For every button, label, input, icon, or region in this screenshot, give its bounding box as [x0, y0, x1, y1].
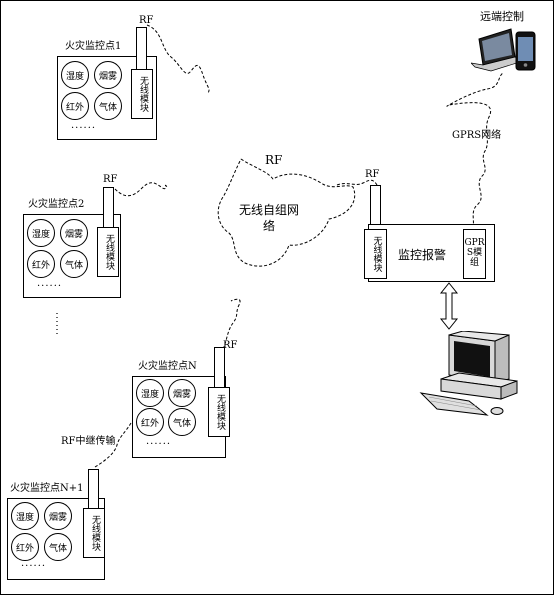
node2-more-sensors: ······	[37, 281, 63, 292]
monitor-gprs-module: GPRS模组	[463, 229, 486, 279]
nodeN-rf-label: RF	[223, 340, 238, 351]
nodeN-gas-sensor: 气体	[168, 408, 196, 436]
nodeN1-smoke-sensor: 烟雾	[44, 502, 72, 530]
desktop-computer-icon	[419, 331, 518, 416]
nodeN-antenna	[214, 347, 225, 389]
node1-smoke-sensor: 烟雾	[94, 61, 122, 89]
nodeN-humidity-sensor: 湿度	[136, 379, 164, 407]
nodeN1-more-sensors: ······	[21, 561, 47, 572]
nodeN-title: 火灾监控点N	[138, 361, 197, 372]
nodeN1-title: 火灾监控点N+1	[10, 483, 84, 494]
node1-title: 火灾监控点1	[65, 41, 122, 52]
nodeN1-wireless-module: 无线模块	[83, 508, 105, 558]
gprs-link	[446, 72, 504, 234]
nodeN-infrared-sensor: 红外	[136, 408, 164, 436]
monitor-alarm-title: 监控报警	[398, 248, 447, 262]
relay-link-label: RF中继传输	[61, 436, 116, 447]
nodeN-more-sensors: ······	[146, 439, 172, 450]
nodeN-wireless-module: 无线模块	[208, 387, 230, 437]
rf-link-node2	[114, 182, 168, 197]
adhoc-network-cloud	[217, 158, 356, 267]
node2-humidity-sensor: 湿度	[27, 219, 55, 247]
node1-rf-label: RF	[139, 15, 154, 26]
node2-title: 火灾监控点2	[28, 199, 85, 210]
node1-antenna	[136, 27, 147, 71]
bidirectional-arrow-icon	[439, 282, 459, 330]
rf-link-nodeN	[222, 298, 241, 350]
monitor-rf-label: RF	[365, 169, 380, 180]
adhoc-network-label-line2: 络	[263, 219, 276, 233]
node2-gas-sensor: 气体	[60, 250, 88, 278]
mobile-phone-icon	[515, 31, 536, 71]
rf-relay-link	[94, 422, 132, 468]
monitor-antenna	[370, 185, 381, 229]
node2-wireless-module: 无线模块	[97, 227, 119, 277]
rf-link-monitor	[336, 179, 378, 186]
rf-link-node1	[146, 24, 210, 94]
node2-antenna	[103, 187, 114, 229]
node1-infrared-sensor: 红外	[61, 92, 89, 120]
nodeN1-antenna	[88, 469, 99, 511]
nodeN1-gas-sensor: 气体	[44, 533, 72, 561]
node1-more-sensors: ······	[71, 123, 97, 134]
node2-infrared-sensor: 红外	[27, 250, 55, 278]
nodeN-smoke-sensor: 烟雾	[168, 379, 196, 407]
monitor-wireless-module: 无线模块	[364, 229, 387, 279]
node1-gas-sensor: 气体	[94, 92, 122, 120]
adhoc-rf-label: RF	[265, 153, 283, 167]
nodeN1-infrared-sensor: 红外	[11, 533, 39, 561]
adhoc-network-label-line1: 无线自组网	[239, 203, 300, 217]
nodeN1-humidity-sensor: 湿度	[11, 502, 39, 530]
gprs-link-label: GPRS网络	[452, 130, 502, 141]
remote-control-label: 远端控制	[480, 10, 524, 23]
node2-smoke-sensor: 烟雾	[60, 219, 88, 247]
node1-wireless-module: 无线模块	[131, 69, 153, 119]
node1-humidity-sensor: 湿度	[61, 61, 89, 89]
node2-rf-label: RF	[103, 174, 118, 185]
